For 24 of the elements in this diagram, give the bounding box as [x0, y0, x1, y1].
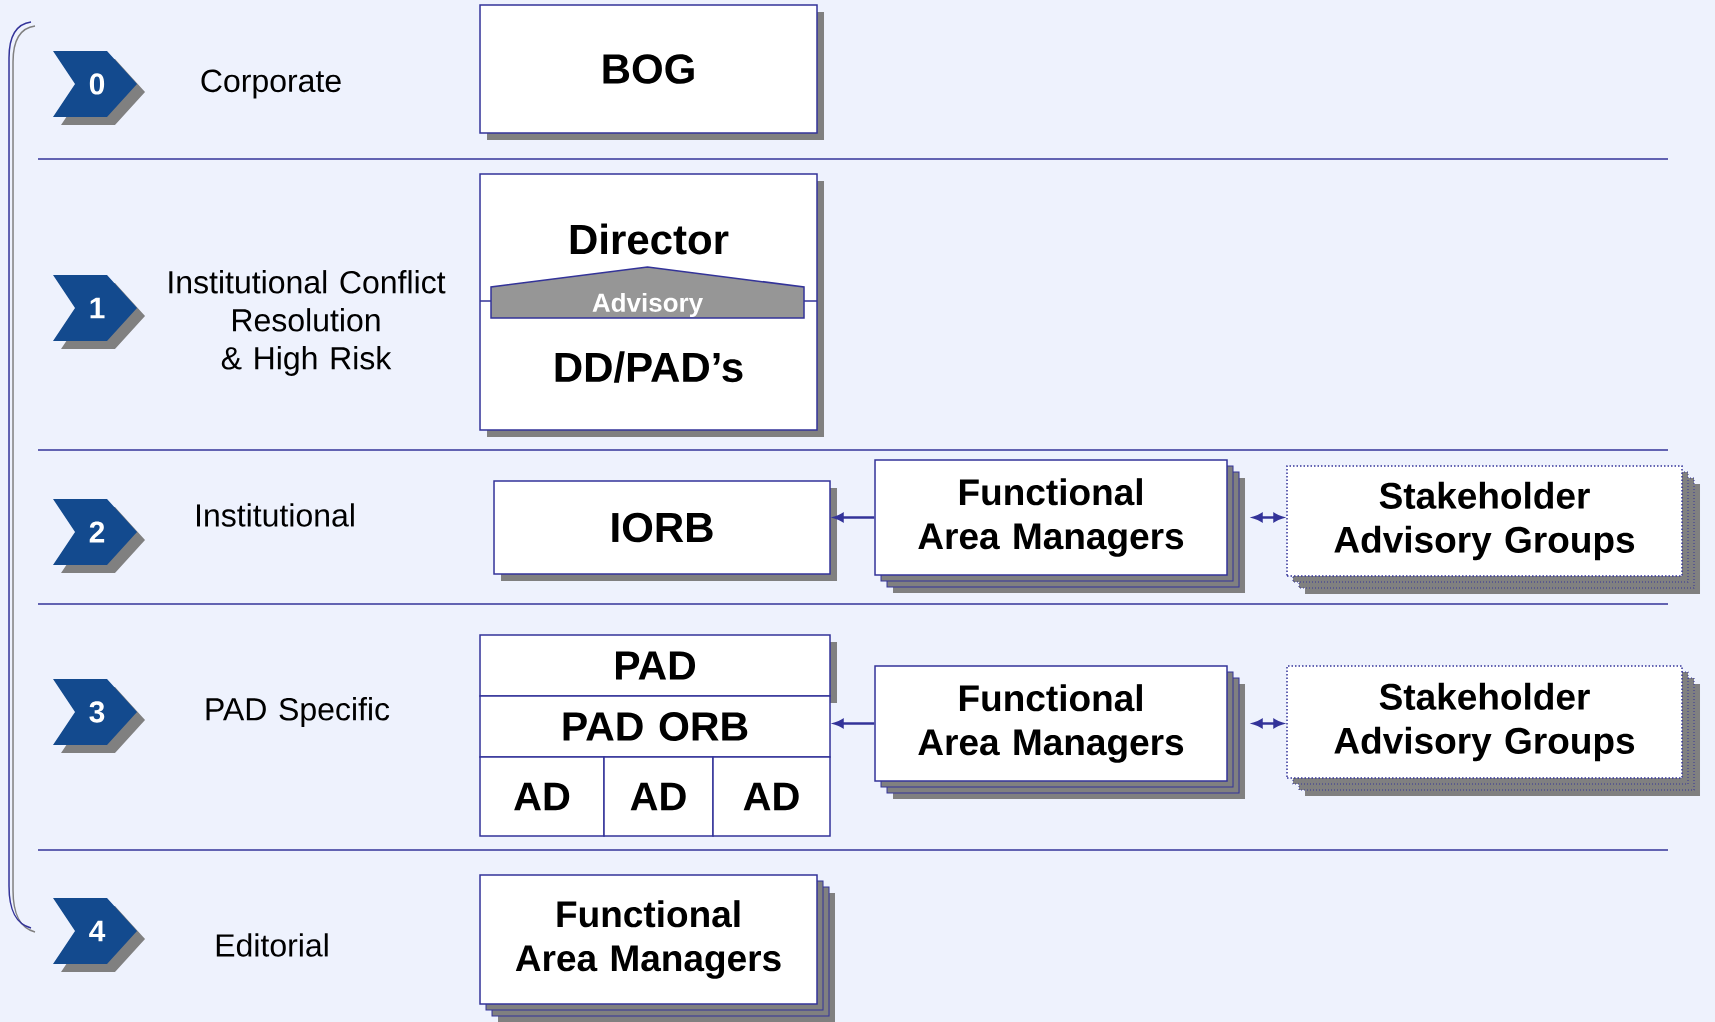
advisory-group-box: Stakeholder Advisory Groups [1286, 665, 1700, 796]
org-box: BOG [479, 4, 824, 140]
level-label: PAD Specific [206, 697, 390, 727]
org-box: AD [479, 756, 605, 837]
org-box: Functional Area Managers [479, 874, 835, 1022]
org-box: PAD [479, 634, 837, 703]
advisory-group-box: Stakeholder Advisory Groups [1286, 465, 1700, 594]
advisory-band: Advisory [490, 266, 805, 319]
box-title: DD/PAD’s [555, 351, 743, 383]
org-box: IORB [493, 480, 837, 581]
step-chevron: 1 [53, 275, 145, 349]
level-label: Institutional Conflict Resolution & High Risk [169, 270, 446, 376]
step-chevron: 3 [53, 679, 145, 753]
org-box: AD [603, 756, 714, 837]
level-label: Corporate [201, 69, 341, 99]
step-chevron: 2 [53, 499, 145, 573]
org-box: Functional Area Managers [874, 665, 1245, 799]
step-chevron: 0 [53, 51, 145, 125]
org-box: Functional Area Managers [874, 459, 1245, 593]
box-title: Director [570, 223, 729, 255]
level-label: Editorial [216, 933, 328, 957]
org-box: AD [712, 756, 831, 837]
step-chevron: 4 [53, 898, 145, 972]
level-label: Institutional [197, 503, 354, 527]
